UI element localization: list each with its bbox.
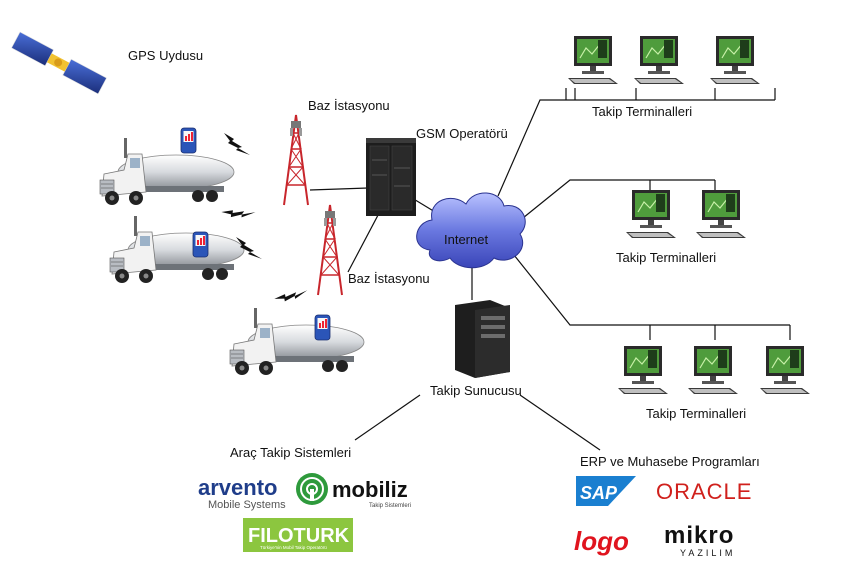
svg-text:FILOTURK: FILOTURK — [248, 525, 350, 547]
terminal-computer-icon — [625, 189, 677, 239]
terminal-computer-icon — [567, 35, 619, 85]
logo-yazilim-logo: logo — [574, 526, 629, 556]
terminal-computer-icon — [687, 345, 739, 395]
svg-text:YAZILIM: YAZILIM — [680, 548, 735, 558]
svg-text:ORACLE: ORACLE — [656, 479, 752, 504]
gps-satellite-label: GPS Uydusu — [128, 48, 203, 63]
base-station-tower-icon — [317, 204, 343, 296]
terminals-middle-label: Takip Terminalleri — [616, 250, 716, 265]
truck-icon — [229, 307, 365, 376]
wireless-signal-icon — [221, 195, 256, 229]
line-internet-terminals-top — [497, 99, 775, 197]
arvento-logo: arvento Mobile Systems — [198, 475, 286, 511]
line-server-vehicle-systems — [354, 394, 421, 441]
connection-lines — [309, 88, 791, 451]
truck-icon — [99, 137, 235, 206]
base-station-bottom-label: Baz İstasyonu — [348, 271, 430, 286]
terminal-computer-icon — [709, 35, 761, 85]
terminals-bottom-label: Takip Terminalleri — [646, 406, 746, 421]
filoturk-logo: FILOTURK Türkiye'nin Mobil Takip Operatö… — [243, 518, 353, 552]
tracking-server-label: Takip Sunucusu — [430, 383, 522, 398]
svg-text:Mobile Systems: Mobile Systems — [208, 499, 286, 511]
gps-device-icon — [192, 231, 209, 258]
svg-text:mobiliz: mobiliz — [332, 477, 408, 502]
svg-text:SAP: SAP — [580, 483, 618, 503]
tracking-server-icon — [455, 300, 510, 378]
svg-text:Takip Sistemleri: Takip Sistemleri — [369, 503, 411, 509]
svg-text:mikro: mikro — [664, 522, 734, 549]
line-internet-terminals-middle — [517, 179, 715, 223]
mobiliz-logo: mobiliz Takip Sistemleri — [296, 473, 411, 509]
terminal-computer-icon — [695, 189, 747, 239]
mikro-logo: mikro YAZILIM — [664, 522, 735, 558]
wireless-signal-icon — [224, 133, 250, 155]
svg-text:logo: logo — [574, 526, 629, 556]
sap-logo: SAP — [576, 476, 636, 506]
line-internet-terminals-bottom — [509, 249, 790, 326]
terminal-computer-icon — [633, 35, 685, 85]
gsm-operator-rack-icon — [366, 138, 416, 216]
base-station-tower-icon — [283, 114, 309, 206]
wireless-signal-icon — [274, 277, 308, 312]
svg-text:arvento: arvento — [198, 475, 277, 500]
erp-accounting-label: ERP ve Muhasebe Programları — [580, 454, 760, 469]
internet-cloud-icon — [416, 192, 526, 269]
line-server-erp — [519, 394, 601, 451]
terminal-computer-icon — [759, 345, 811, 395]
vehicle-tracking-systems-label: Araç Takip Sistemleri — [230, 445, 351, 460]
truck-icon — [109, 215, 245, 284]
svg-text:Türkiye'nin Mobil Takip Operat: Türkiye'nin Mobil Takip Operatörü — [260, 545, 327, 550]
base-station-top-label: Baz İstasyonu — [308, 98, 390, 113]
terminals-top-label: Takip Terminalleri — [592, 104, 692, 119]
oracle-logo: ORACLE — [656, 479, 752, 504]
gps-device-icon — [180, 127, 197, 154]
terminal-computer-icon — [617, 345, 669, 395]
gps-device-icon — [314, 314, 331, 341]
internet-label: Internet — [444, 232, 488, 247]
gsm-operator-label: GSM Operatörü — [416, 126, 508, 141]
gps-satellite-icon — [11, 31, 107, 95]
